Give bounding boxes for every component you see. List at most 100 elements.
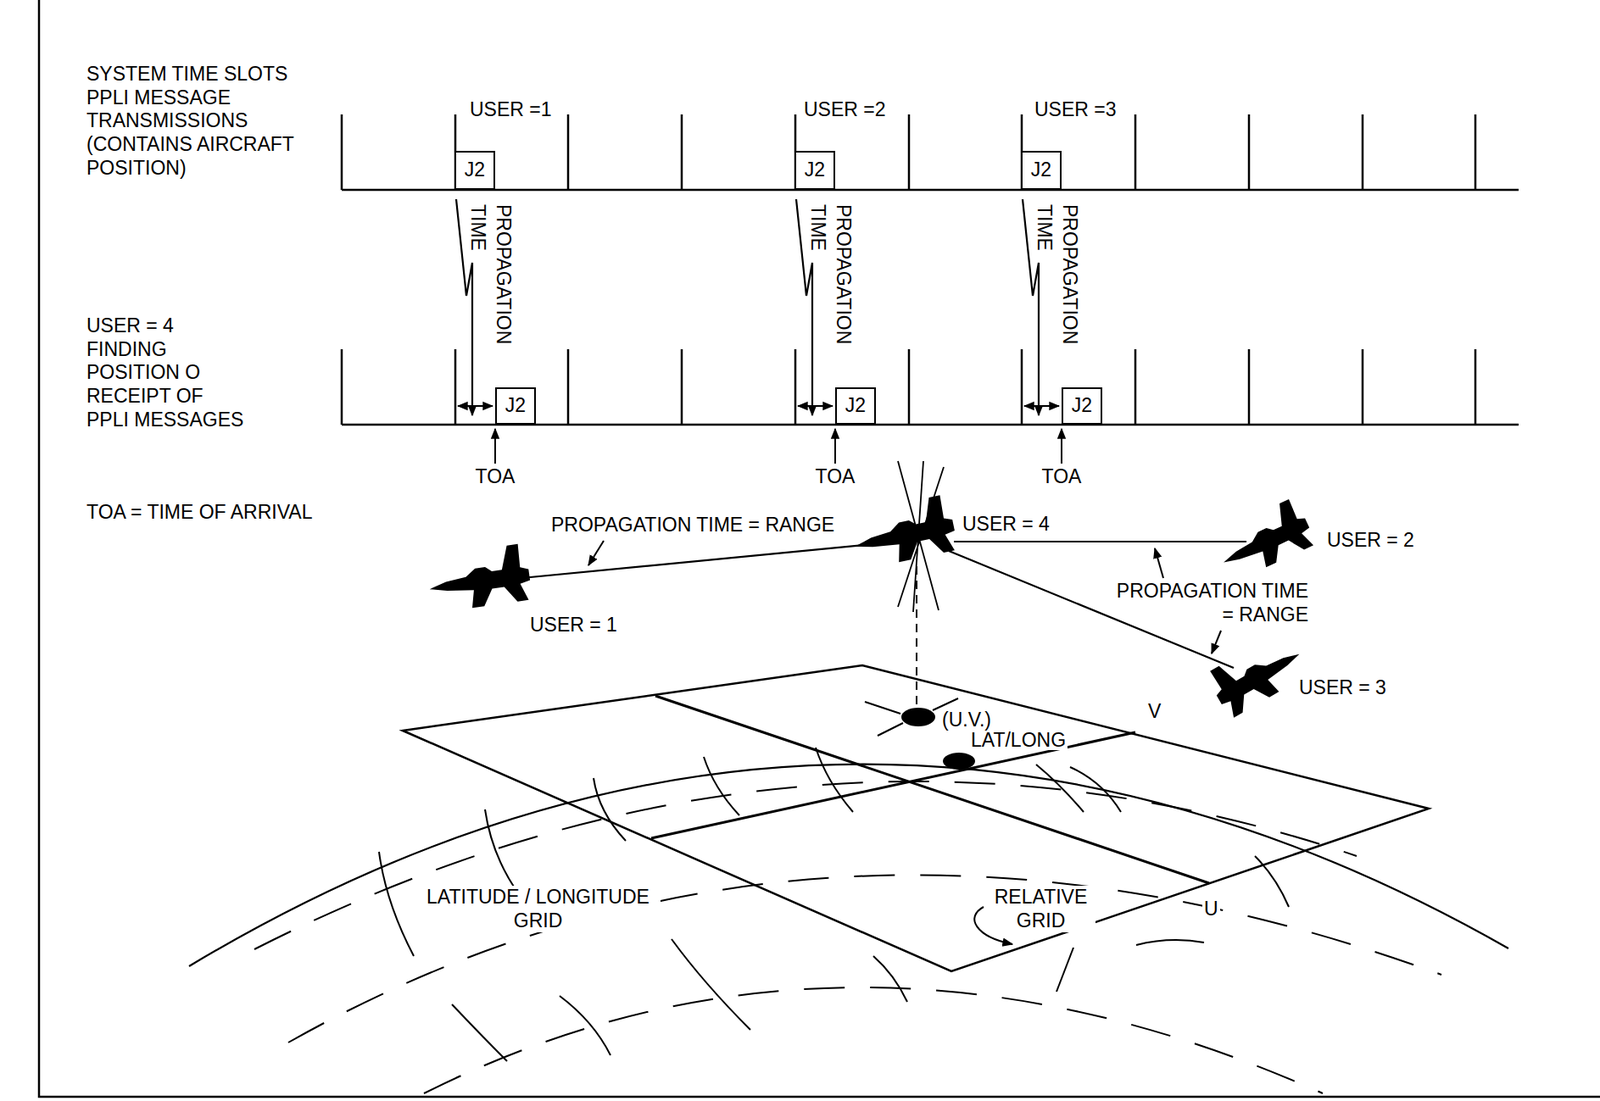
label-text: RELATIVE GRID	[994, 886, 1088, 932]
label-text: TOA	[1042, 465, 1082, 488]
box-text: J2	[845, 395, 866, 417]
delay-arrow	[1024, 405, 1060, 407]
delay-arrow	[797, 405, 833, 407]
propagation-label: PROPAGATION TIME	[1031, 204, 1083, 345]
meridian-line	[1254, 856, 1289, 908]
slot-message-box: J2	[835, 387, 876, 425]
grid-axis	[655, 696, 1210, 884]
propagation-label: PROPAGATION TIME	[805, 204, 857, 345]
meridian-line	[451, 1004, 508, 1062]
label-text: PROPAGATION TIME	[467, 204, 515, 345]
user-label: USER = 1	[529, 613, 618, 638]
parallel-line	[423, 987, 1323, 1094]
user-label: USER = 4	[962, 512, 1050, 537]
lat-long-grid	[254, 747, 1442, 1094]
user-label: USER = 2	[1326, 529, 1415, 553]
label-text: PROPAGATION TIME = RANGE	[1116, 579, 1309, 626]
label-text: PROPAGATION TIME = RANGE	[551, 513, 835, 536]
parallel-line	[254, 781, 1357, 950]
label-text: (U.V.)	[942, 708, 992, 731]
meridian-line	[1070, 767, 1121, 813]
range-line	[521, 544, 874, 579]
toa-label: TOA	[815, 465, 856, 490]
meridian-line	[873, 956, 908, 1003]
label-text: USER = 1	[529, 613, 618, 636]
box-text: J2	[505, 395, 526, 417]
box-text: J2	[464, 159, 486, 181]
label-text: LATITUDE / LONGITUDE GRID	[426, 886, 650, 932]
aircraft-icon	[1210, 496, 1317, 584]
toa-arrow	[834, 429, 837, 464]
frame-border	[39, 0, 1600, 1098]
label-text: USER = 3	[1298, 676, 1387, 699]
axis-label: U	[1202, 897, 1221, 922]
label-text: TOA = TIME OF ARRIVAL	[86, 501, 313, 524]
label-text: USER = 2	[1326, 529, 1415, 552]
label-text: PROPAGATION TIME	[807, 204, 855, 345]
uv-point	[901, 708, 936, 727]
delay-arrow	[457, 405, 493, 407]
label-text: SYSTEM TIME SLOTS PPLI MESSAGE TRANSMISS…	[86, 62, 295, 179]
grid-label: LATITUDE / LONGITUDE GRID	[415, 886, 661, 933]
aircraft-icon	[1204, 628, 1311, 720]
label-text: TOA	[815, 465, 856, 488]
label-text: USER = 4 FINDING POSITION O RECEIPT OF P…	[86, 314, 244, 431]
label-text: USER =1	[469, 98, 552, 121]
meridian-line	[1056, 947, 1074, 993]
label-text: LAT/LONG	[970, 729, 1066, 752]
meridian-line	[703, 757, 740, 816]
key-note: TOA = TIME OF ARRIVAL	[86, 501, 313, 525]
time-slot-line	[341, 349, 1519, 425]
user-label: USER = 3	[1298, 676, 1387, 701]
label-text: TOA	[475, 465, 516, 488]
box-text: J2	[1071, 395, 1093, 417]
aircraft-icon	[424, 543, 533, 614]
grid-label: RELATIVE GRID	[986, 886, 1096, 933]
time-slot-line	[341, 114, 1519, 190]
axis-label: V	[1146, 700, 1163, 725]
aircraft-icon	[847, 493, 959, 570]
label-text: PROPAGATION TIME	[1033, 204, 1082, 345]
latlong-point	[942, 752, 976, 770]
meridian-line	[671, 939, 751, 1031]
toa-label: TOA	[475, 465, 516, 490]
range-label: PROPAGATION TIME = RANGE	[551, 513, 835, 538]
meridian-line	[559, 996, 611, 1056]
toa-arrow	[494, 429, 497, 464]
range-label: PROPAGATION TIME = RANGE	[1104, 579, 1309, 627]
toa-arrow	[1060, 429, 1063, 464]
label-text: U	[1204, 897, 1219, 920]
leader-arrow	[1211, 630, 1221, 654]
row-caption: SYSTEM TIME SLOTS PPLI MESSAGE TRANSMISS…	[86, 62, 301, 181]
meridian-line	[485, 809, 519, 895]
slot-message-box: J2	[495, 387, 536, 425]
user-label: USER =2	[803, 98, 887, 123]
relative-grid-plane	[402, 665, 1429, 972]
label-text: USER =2	[803, 98, 887, 121]
label-text: V	[1148, 700, 1161, 723]
propagation-label: PROPAGATION TIME	[465, 204, 517, 345]
box-text: J2	[804, 159, 826, 181]
user-label: USER =1	[469, 98, 552, 123]
range-line	[948, 551, 1234, 669]
user-label: USER =3	[1034, 98, 1117, 123]
slot-message-box: J2	[794, 150, 836, 190]
slot-message-box: J2	[1061, 387, 1103, 425]
label-text: USER = 4	[962, 512, 1050, 536]
slot-message-box: J2	[1020, 150, 1062, 190]
projection-line	[915, 566, 918, 708]
slot-message-box: J2	[454, 150, 496, 190]
point-label: LAT/LONG	[969, 730, 1068, 751]
parallel-line	[288, 875, 1442, 1043]
label-text: USER =3	[1034, 98, 1117, 121]
meridian-line	[593, 778, 626, 842]
row-caption: USER = 4 FINDING POSITION O RECEIPT OF P…	[86, 314, 249, 433]
point-label: (U.V.)	[940, 710, 993, 731]
toa-label: TOA	[1042, 465, 1082, 490]
range-line	[953, 540, 1247, 543]
meridian-line	[1136, 940, 1205, 946]
leader-arrow	[1154, 548, 1164, 579]
meridian-line	[379, 852, 414, 957]
box-text: J2	[1031, 159, 1052, 181]
